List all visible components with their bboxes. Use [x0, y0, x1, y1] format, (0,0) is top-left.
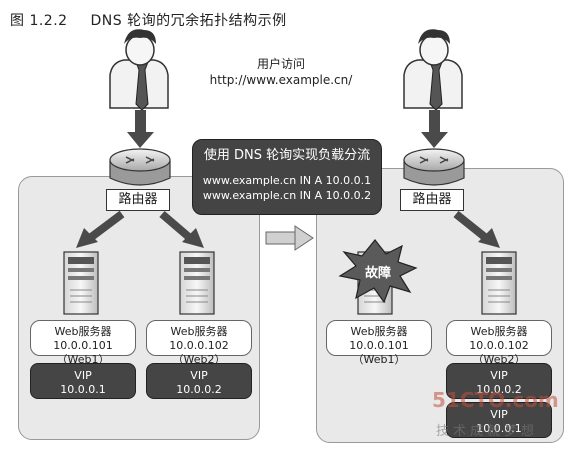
right-router-icon [403, 148, 465, 186]
dns-record: www.example.cn IN A 10.0.0.1 [202, 174, 372, 187]
right-web1-vip-box-takeover: VIP 10.0.0.1 [446, 402, 552, 438]
fault-label: 故障 [365, 266, 392, 281]
dns-roundrobin-callout: 使用 DNS 轮询实现负载分流 www.example.cn IN A 10.0… [192, 139, 382, 215]
server-address: 10.0.0.101（Web1） [349, 339, 409, 366]
left-web2-server-box: Web服务器 10.0.0.102（Web2） [146, 320, 252, 366]
left-router-to-web2-arrow [159, 210, 204, 248]
vip-label: VIP [490, 408, 508, 421]
user-access-url: http://www.example.cn/ [209, 73, 353, 87]
server-name: Web服务器 [170, 325, 228, 338]
vip-address: 10.0.0.2 [176, 383, 222, 396]
right-router-label: 路由器 [400, 189, 464, 211]
left-web1-server-box: Web服务器 10.0.0.101（Web1） [30, 320, 136, 366]
left-router-icon [109, 148, 171, 186]
server-name: Web服务器 [470, 325, 528, 338]
figure-caption: DNS 轮询的冗余拓扑结构示例 [90, 13, 287, 29]
left-web2-vip-box: VIP 10.0.0.2 [146, 363, 252, 399]
server-name: Web服务器 [54, 325, 112, 338]
right-web2-server-icon [481, 251, 517, 315]
figure-title: 图 1.2.2 DNS 轮询的冗余拓扑结构示例 [10, 10, 287, 30]
right-user-icon [403, 29, 463, 111]
vip-label: VIP [74, 369, 92, 382]
vip-address: 10.0.0.1 [60, 383, 106, 396]
right-router-to-web2-arrow [453, 210, 500, 248]
vip-label: VIP [190, 369, 208, 382]
watermark-tagline: 技术成就梦想 [436, 424, 539, 439]
left-web1-vip-box: VIP 10.0.0.1 [30, 363, 136, 399]
right-web2-server-box: Web服务器 10.0.0.102（Web2） [446, 320, 552, 366]
figure-number: 图 1.2.2 [10, 13, 68, 29]
left-user-icon [109, 29, 169, 111]
left-router-label: 路由器 [106, 189, 170, 211]
server-address: 10.0.0.102（Web2） [169, 339, 229, 366]
watermark-logo: 51CTO.com [432, 388, 559, 412]
vip-label: VIP [490, 369, 508, 382]
server-address: 10.0.0.102（Web2） [469, 339, 529, 366]
dns-record: www.example.cn IN A 10.0.0.2 [202, 189, 372, 202]
server-address: 10.0.0.101（Web1） [53, 339, 113, 366]
transition-arrow [265, 225, 314, 251]
right-user-arrow [421, 110, 448, 148]
vip-address: 10.0.0.2 [476, 383, 522, 396]
right-web1-server-box: Web服务器 10.0.0.101（Web1） [326, 320, 432, 366]
server-name: Web服务器 [350, 325, 408, 338]
callout-heading: 使用 DNS 轮询实现负载分流 [203, 148, 371, 163]
user-access-title: 用户访问 [256, 57, 305, 71]
left-web1-server-icon [63, 251, 99, 315]
vip-address: 10.0.0.1 [476, 422, 522, 435]
left-web2-server-icon [179, 251, 215, 315]
right-web2-vip-box: VIP 10.0.0.2 [446, 363, 552, 399]
user-access-label: 用户访问 http://www.example.cn/ [196, 56, 366, 88]
left-user-arrow [127, 110, 154, 148]
fault-burst-icon [338, 239, 418, 304]
left-router-to-web1-arrow [76, 210, 125, 248]
